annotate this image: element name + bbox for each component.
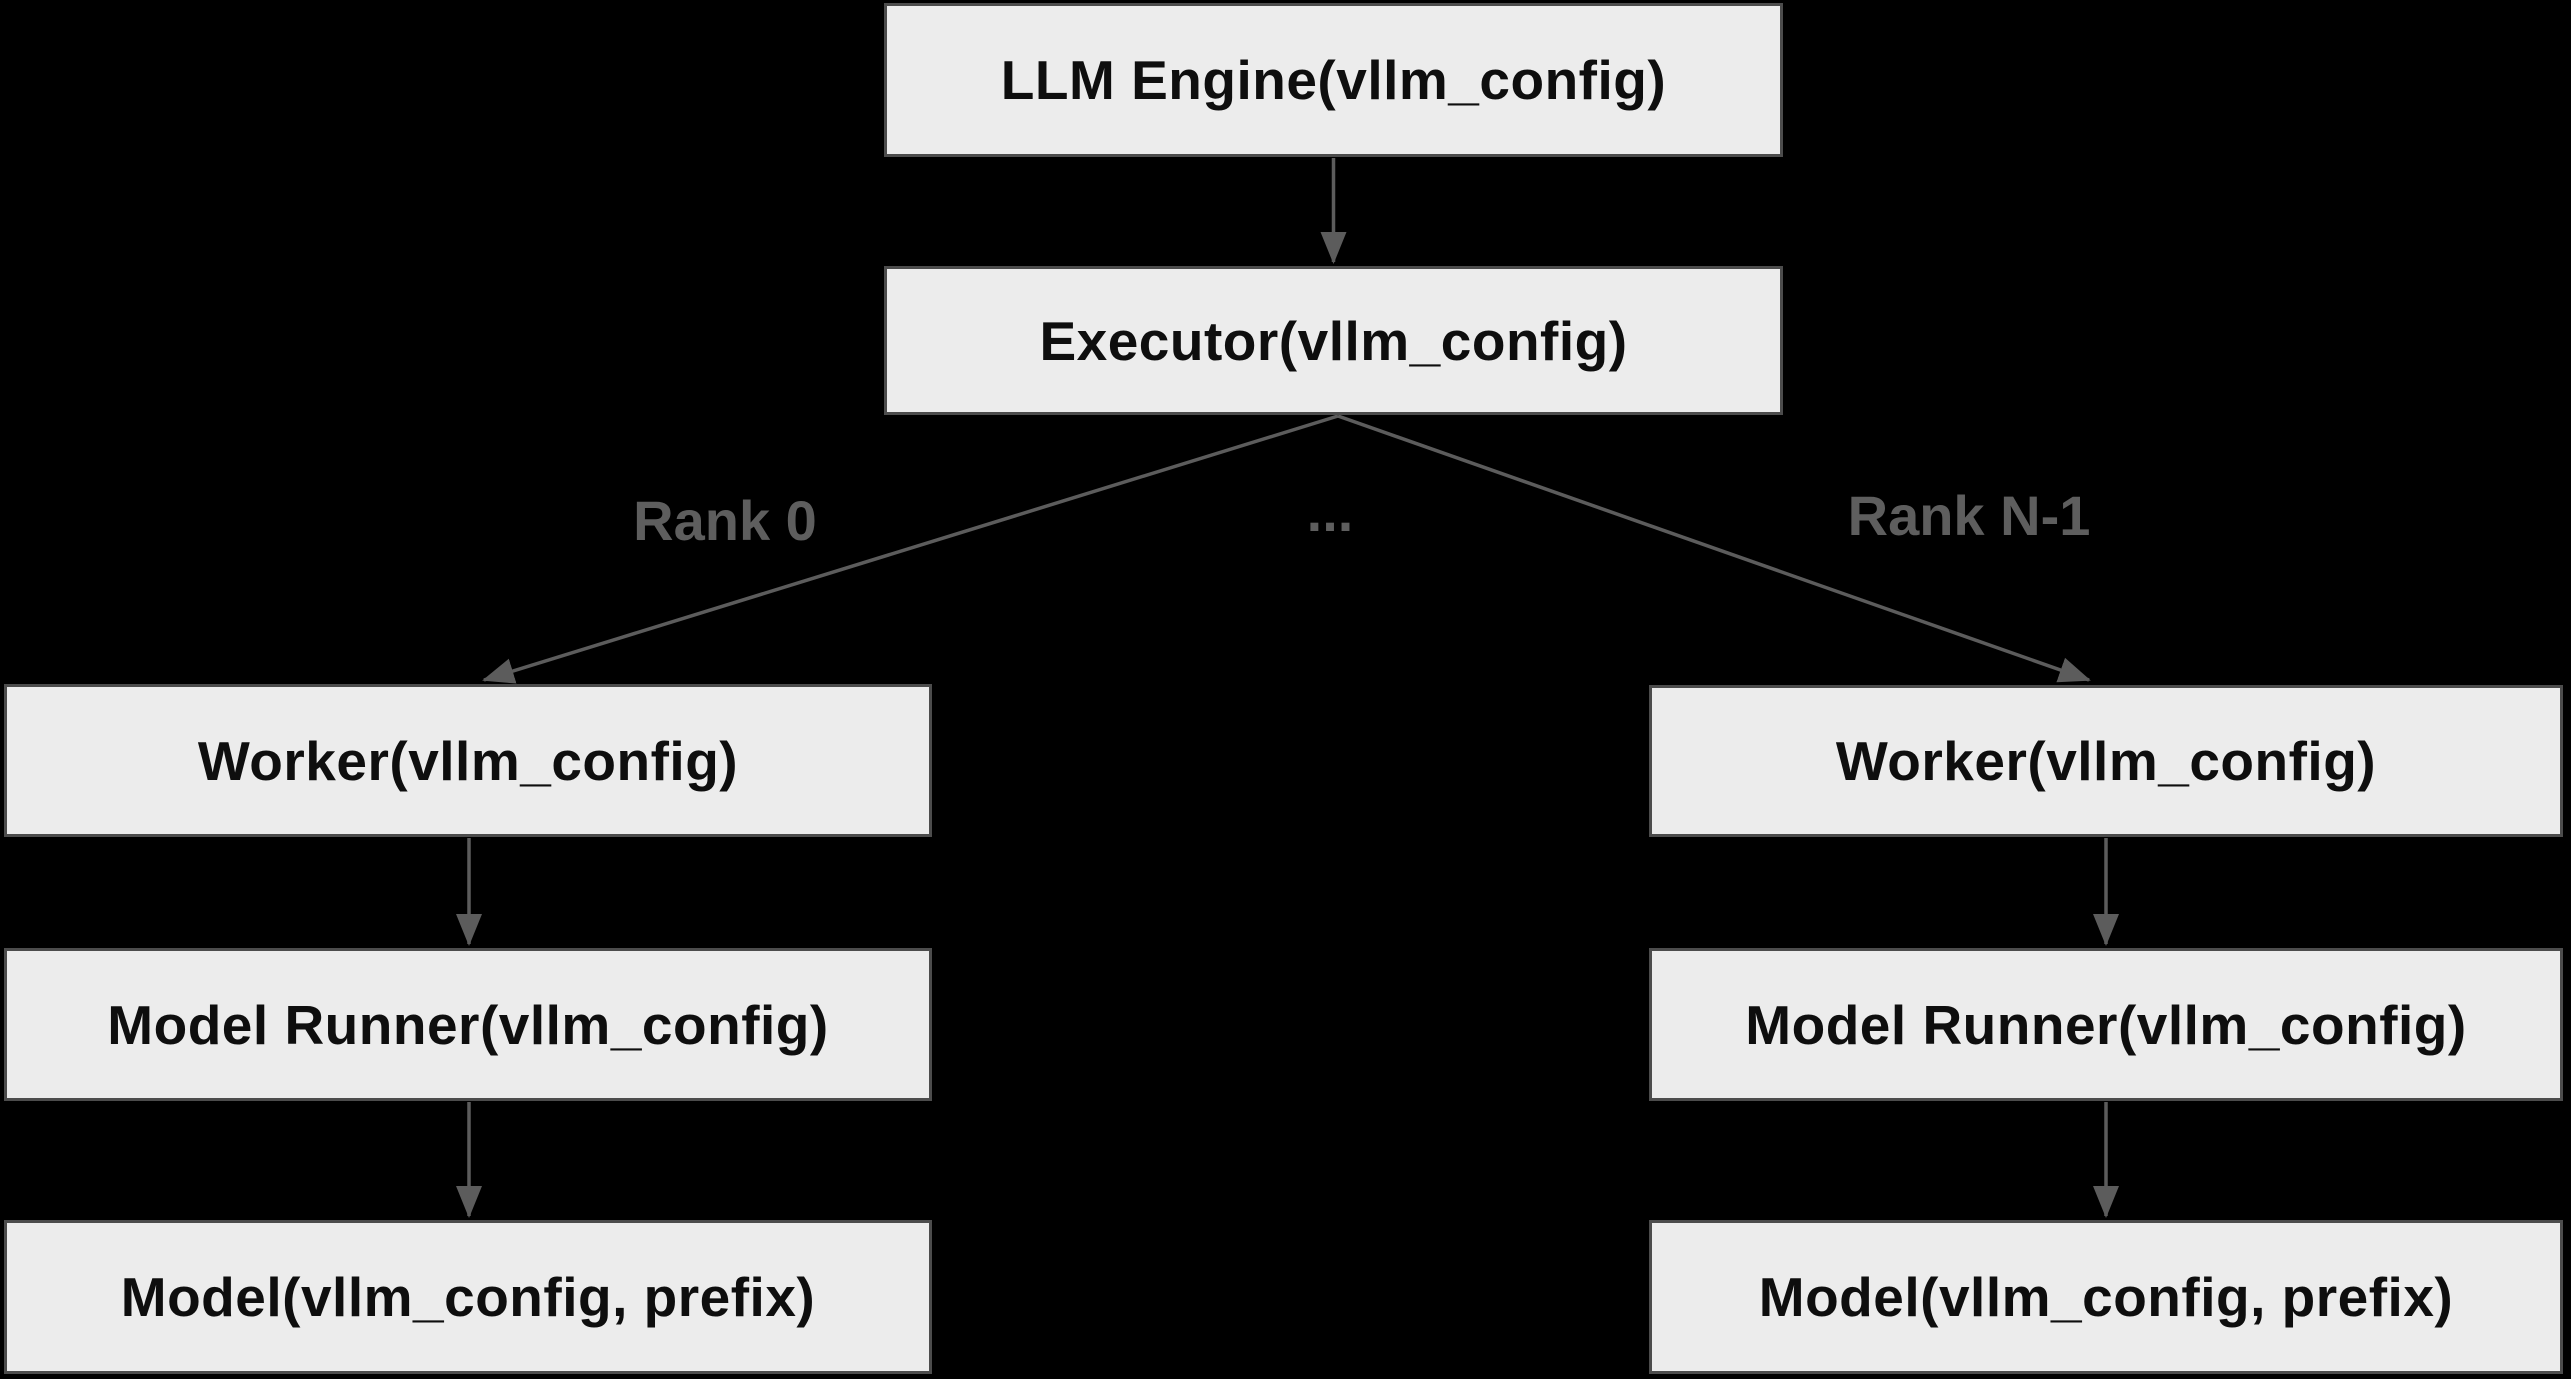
edge-executor-to-worker-rank0 [482, 414, 1339, 684]
node-llm-engine: LLM Engine(vllm_config) [884, 3, 1783, 157]
edge-label-rank-0: Rank 0 [633, 489, 817, 552]
edge-executor-to-worker-rankn [1337, 414, 2091, 683]
node-worker-rank0: Worker(vllm_config) [4, 684, 932, 837]
edge-label-ellipsis: ... [1306, 480, 1354, 543]
node-worker-rankn: Worker(vllm_config) [1649, 685, 2563, 837]
node-model-runner-rankn: Model Runner(vllm_config) [1649, 948, 2563, 1101]
node-model-runner-rank0: Model Runner(vllm_config) [4, 948, 932, 1101]
node-executor: Executor(vllm_config) [884, 266, 1783, 415]
node-model-rank0: Model(vllm_config, prefix) [4, 1220, 932, 1374]
node-model-rankn: Model(vllm_config, prefix) [1649, 1220, 2563, 1374]
edge-label-rank-n-1: Rank N-1 [1847, 484, 2091, 547]
